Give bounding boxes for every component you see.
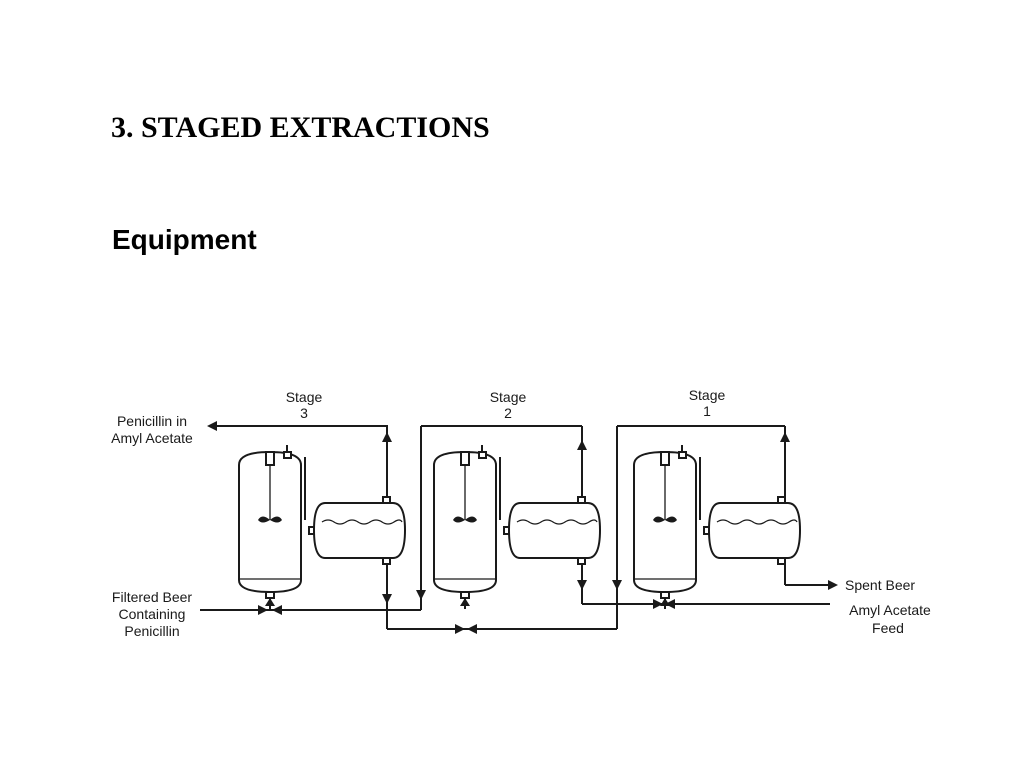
stage-3-label: Stage — [286, 389, 323, 405]
stage-1-number: 1 — [703, 403, 711, 419]
stage-3-unit — [238, 426, 406, 629]
stage-2-label: Stage — [490, 389, 527, 405]
slide-title: 3. STAGED EXTRACTIONS — [111, 111, 490, 144]
stage-3-number: 3 — [300, 405, 308, 421]
stage-2-unit — [433, 426, 601, 610]
stage-1-label: Stage — [689, 387, 726, 403]
stage-2-number: 2 — [504, 405, 512, 421]
solvent-feed-label-line1: Amyl Acetate — [849, 602, 931, 618]
spent-beer-label: Spent Beer — [845, 577, 915, 593]
product-label-line2: Amyl Acetate — [111, 430, 193, 446]
slide-subtitle: Equipment — [112, 224, 257, 255]
stage-1-unit — [633, 426, 801, 610]
solvent-feed-label-line2: Feed — [872, 620, 904, 636]
beer-label-line2: Containing — [119, 606, 186, 622]
beer-label-line3: Penicillin — [124, 623, 179, 639]
beer-label-line1: Filtered Beer — [112, 589, 192, 605]
product-label-line1: Penicillin in — [117, 413, 187, 429]
